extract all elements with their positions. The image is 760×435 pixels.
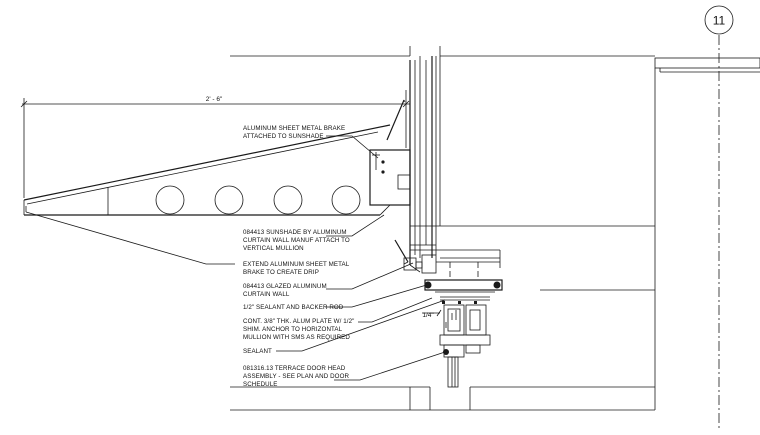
note-drip: EXTEND ALUMINUM SHEET METAL BRAKE TO CRE… (243, 261, 351, 276)
sunshade (23, 99, 411, 265)
note-alum-plate: CONT. 3/8" THK. ALUM PLATE W/ 1/2" SHIM.… (243, 318, 356, 341)
note-sealant-backer-rod: 1/2" SEALANT AND BACKER ROD (243, 304, 344, 311)
grid-label: 11 (713, 14, 726, 28)
notes: ALUMINUM SHEET METAL BRAKE ATTACHED TO S… (243, 125, 356, 388)
note-door-head: 081316.13 TERRACE DOOR HEAD ASSEMBLY - S… (243, 365, 351, 388)
grid-bubble: 11 (704, 5, 734, 35)
note-brake: ALUMINUM SHEET METAL BRAKE ATTACHED TO S… (243, 125, 347, 140)
sealant-dimension-label: 1/4" (422, 312, 434, 319)
note-sunshade: 084413 SUNSHADE BY ALUMINUM CURTAIN WALL… (243, 229, 352, 252)
curtain-wall-mullion (403, 56, 501, 278)
sealant-dimension: 1/4" (422, 309, 442, 319)
overall-dimension-label: 2' - 6" (206, 96, 223, 103)
note-curtain-wall: 084413 GLAZED ALUMINUM CURTAIN WALL (243, 283, 329, 298)
overall-dimension: 2' - 6" (20, 90, 410, 198)
note-sealant: SEALANT (243, 348, 272, 355)
building-outline (230, 46, 760, 411)
door-head-assembly (424, 279, 503, 388)
leader-lines (25, 135, 446, 381)
